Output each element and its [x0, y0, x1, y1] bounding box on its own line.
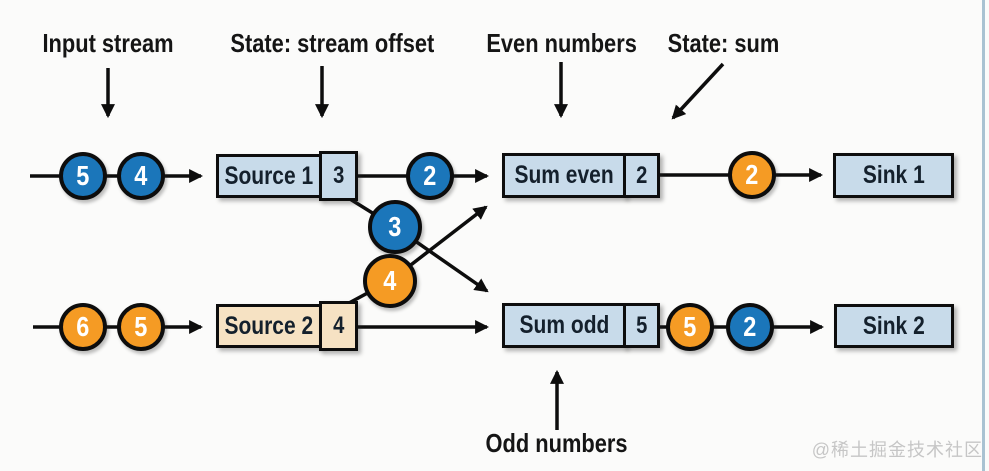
sum-even-box: Sum even: [502, 153, 626, 198]
source1-state-cell: 3: [319, 151, 358, 201]
sum-even-state-cell: 2: [623, 153, 660, 198]
sink2-box: Sink 2: [834, 304, 954, 348]
sum-odd-box: Sum odd: [502, 303, 626, 348]
record-circle-input2-6: 6: [59, 303, 107, 351]
source2-state-cell: 4: [319, 301, 358, 351]
record-circle-even-2: 2: [406, 152, 454, 200]
source2-box: Source 2: [216, 304, 322, 348]
record-circle-sumodd-out-2: 2: [726, 303, 774, 351]
page-edge-line: [982, 0, 985, 471]
label-input-stream: Input stream: [42, 28, 174, 58]
label-state-stream-offset: State: stream offset: [230, 28, 435, 58]
watermark: @稀土掘金技术社区: [811, 440, 983, 460]
record-circle-input2-5: 5: [117, 303, 165, 351]
record-circle-even-4: 4: [363, 254, 417, 308]
label-odd-numbers: Odd numbers: [486, 428, 628, 458]
record-circle-sumodd-out-5: 5: [666, 303, 714, 351]
source1-box: Source 1: [216, 154, 322, 198]
label-even-numbers: Even numbers: [486, 28, 638, 58]
pointer-state-sum: [671, 62, 725, 120]
record-circle-sumeven-out-2: 2: [728, 151, 776, 199]
sum-odd-state-cell: 5: [623, 303, 660, 348]
record-circle-input1-5: 5: [59, 152, 107, 200]
label-state-sum: State: sum: [667, 28, 779, 58]
record-circle-odd-3: 3: [368, 200, 422, 254]
sink1-box: Sink 1: [833, 153, 954, 198]
record-circle-input1-4: 4: [117, 152, 165, 200]
